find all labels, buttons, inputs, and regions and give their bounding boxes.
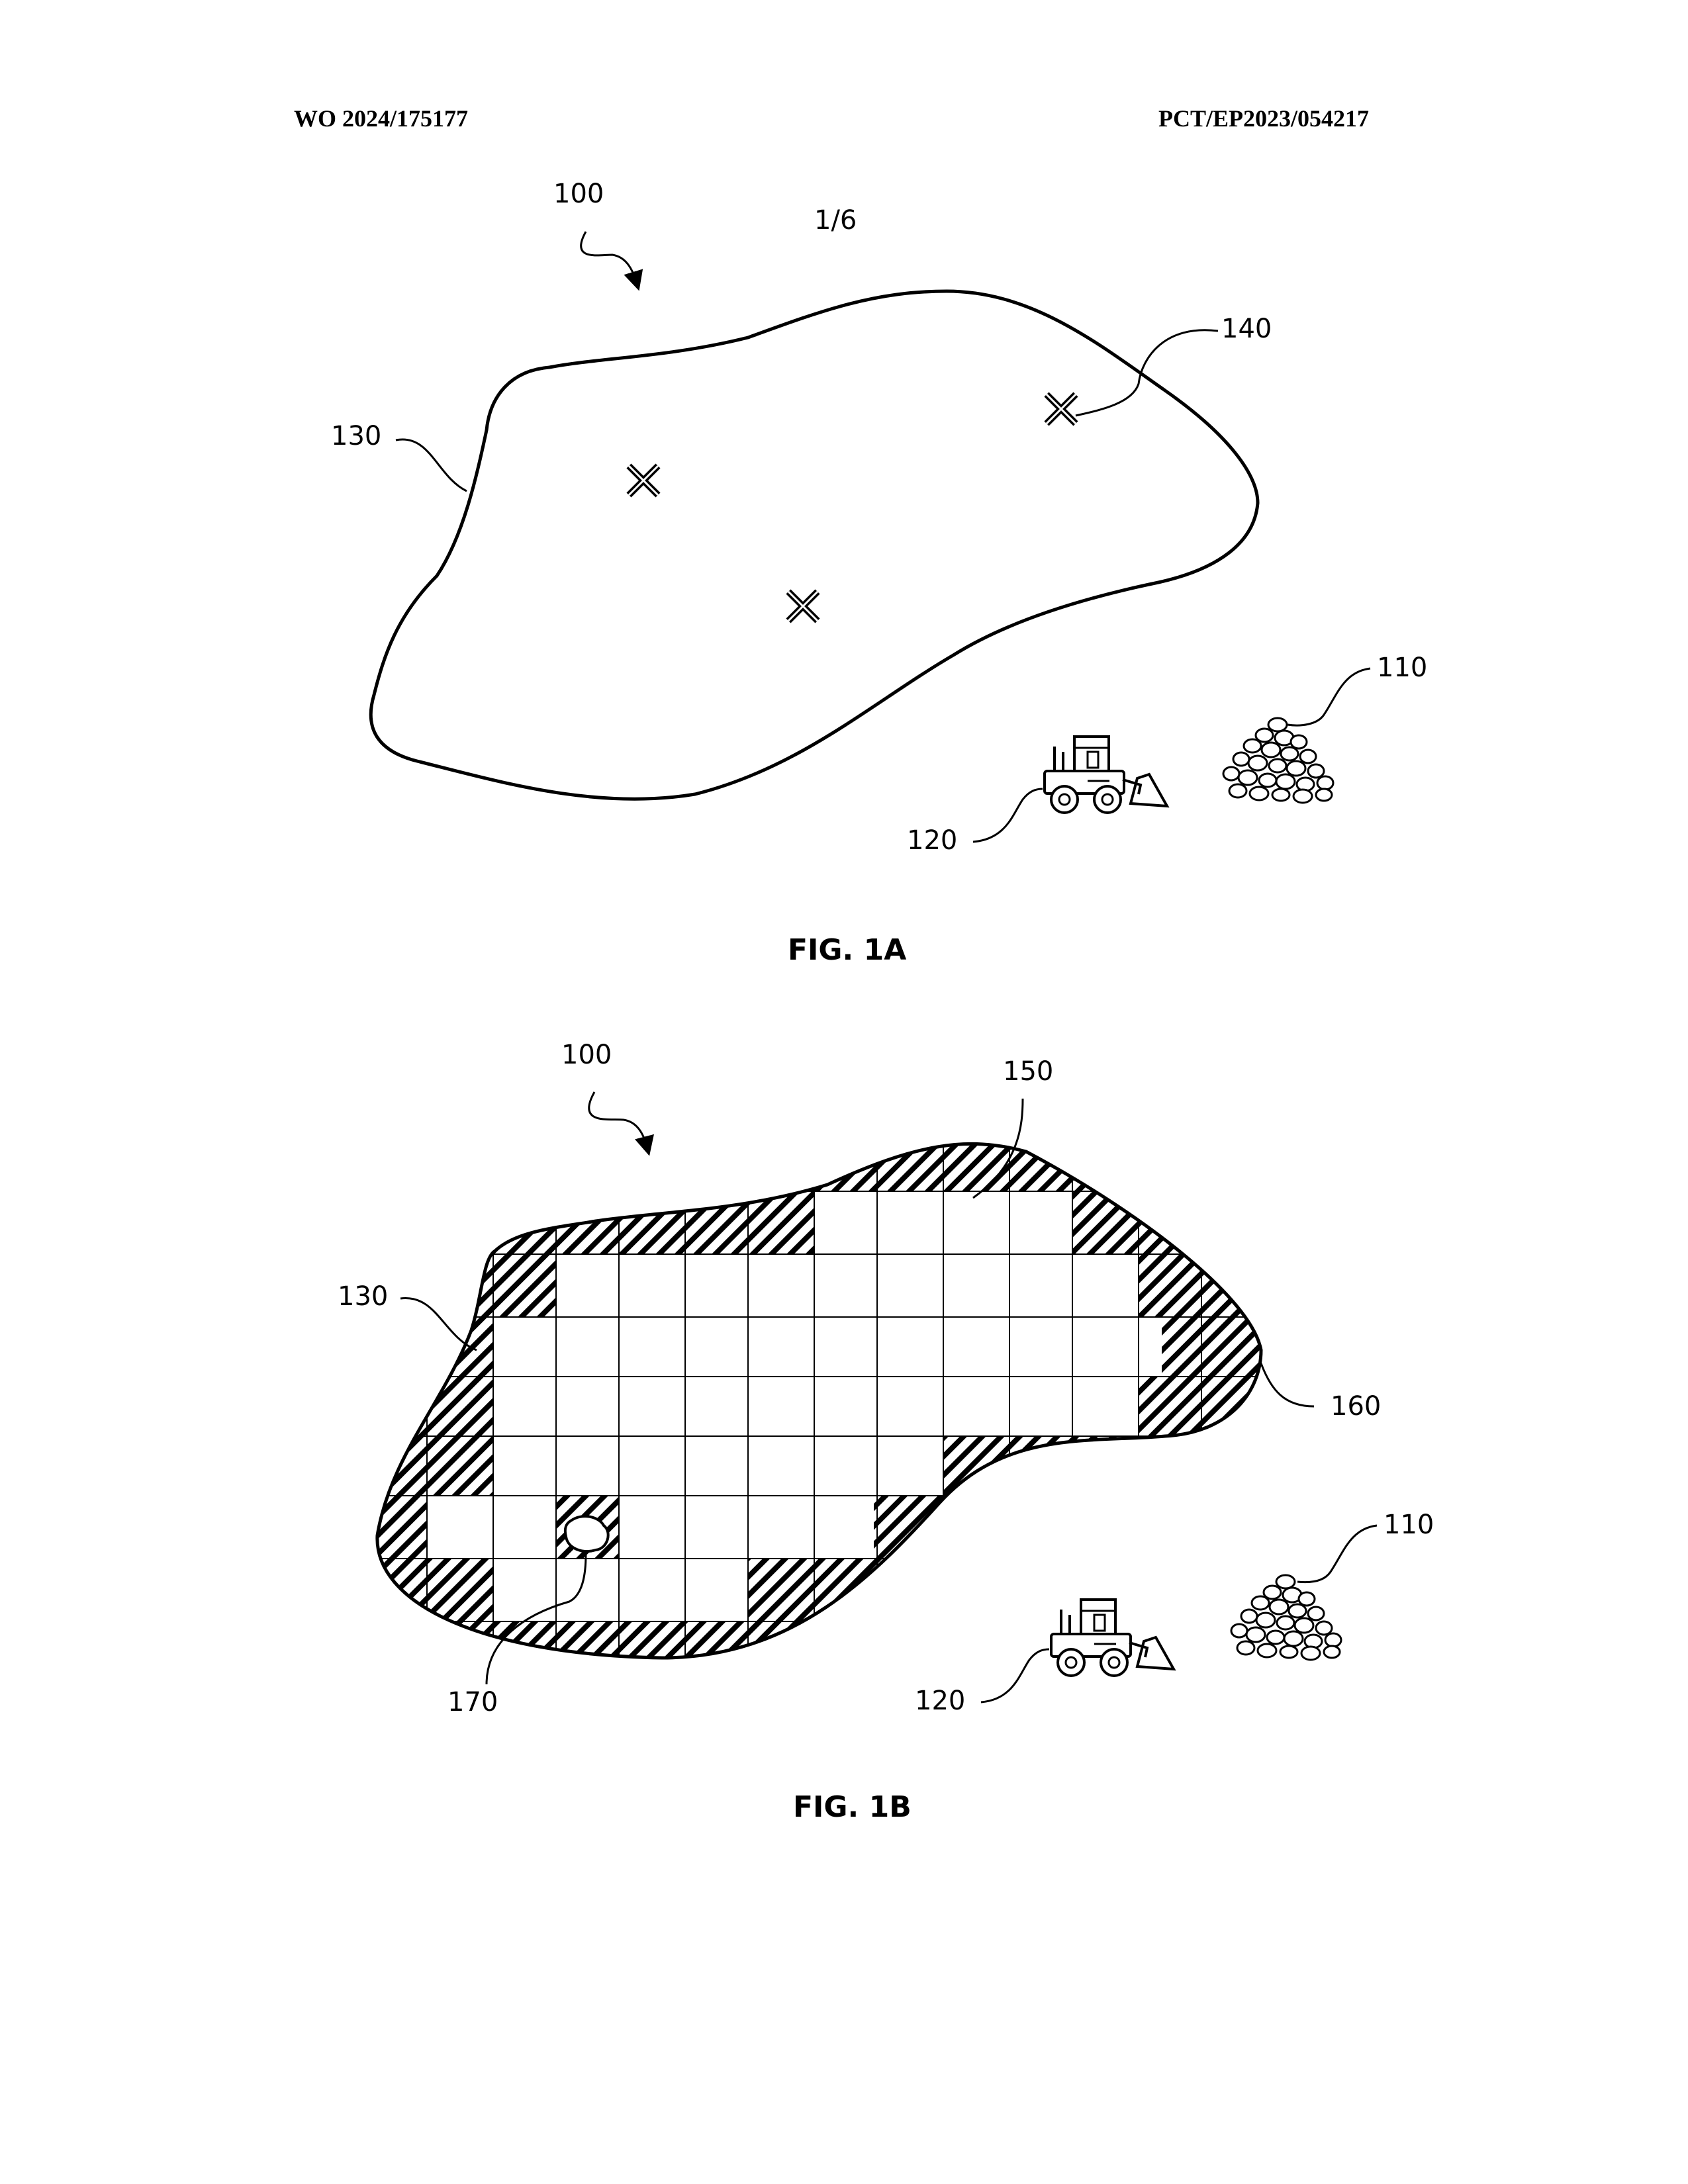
cross-marker-icon (1047, 394, 1076, 424)
rock-pile-icon (1231, 1575, 1341, 1660)
area-outline-fig1a (371, 291, 1258, 799)
figure-1a: 100 130 140 110 120 FIG. 1A (331, 179, 1427, 967)
figure-1b: 100 (338, 1040, 1434, 1824)
label-100-fig1a: 100 (553, 179, 604, 209)
grid-area (357, 1125, 1284, 1681)
label-160: 160 (1331, 1391, 1381, 1422)
leader-120-fig1a (973, 789, 1043, 842)
obstacle-blob (565, 1516, 608, 1551)
cross-marker-icon (629, 466, 658, 495)
leader-110-fig1b (1297, 1525, 1377, 1582)
arrow-100-fig1b (589, 1092, 647, 1148)
leader-130-fig1a (396, 439, 467, 491)
caption-fig-1a: FIG. 1A (788, 933, 906, 967)
label-120-fig1a: 120 (907, 825, 957, 856)
label-150: 150 (1003, 1056, 1053, 1087)
label-110-fig1a: 110 (1377, 653, 1427, 683)
label-170: 170 (447, 1687, 498, 1717)
label-100-fig1b: 100 (561, 1040, 612, 1070)
label-110-fig1b: 110 (1383, 1510, 1434, 1540)
label-120-fig1b: 120 (915, 1686, 965, 1716)
leader-120-fig1b (981, 1649, 1049, 1702)
leader-160 (1261, 1363, 1314, 1406)
arrow-100-fig1a (581, 232, 637, 283)
rock-pile-icon (1223, 718, 1333, 803)
caption-fig-1b: FIG. 1B (793, 1790, 912, 1824)
label-140: 140 (1221, 314, 1272, 344)
label-130-fig1a: 130 (331, 421, 381, 451)
sheet-number: 1/6 (814, 205, 857, 236)
label-130-fig1b: 130 (338, 1281, 388, 1312)
cross-marker-icon (788, 592, 818, 621)
loader-vehicle-icon (1051, 1600, 1174, 1676)
loader-vehicle-icon (1045, 737, 1167, 813)
leader-110-fig1a (1288, 668, 1370, 725)
